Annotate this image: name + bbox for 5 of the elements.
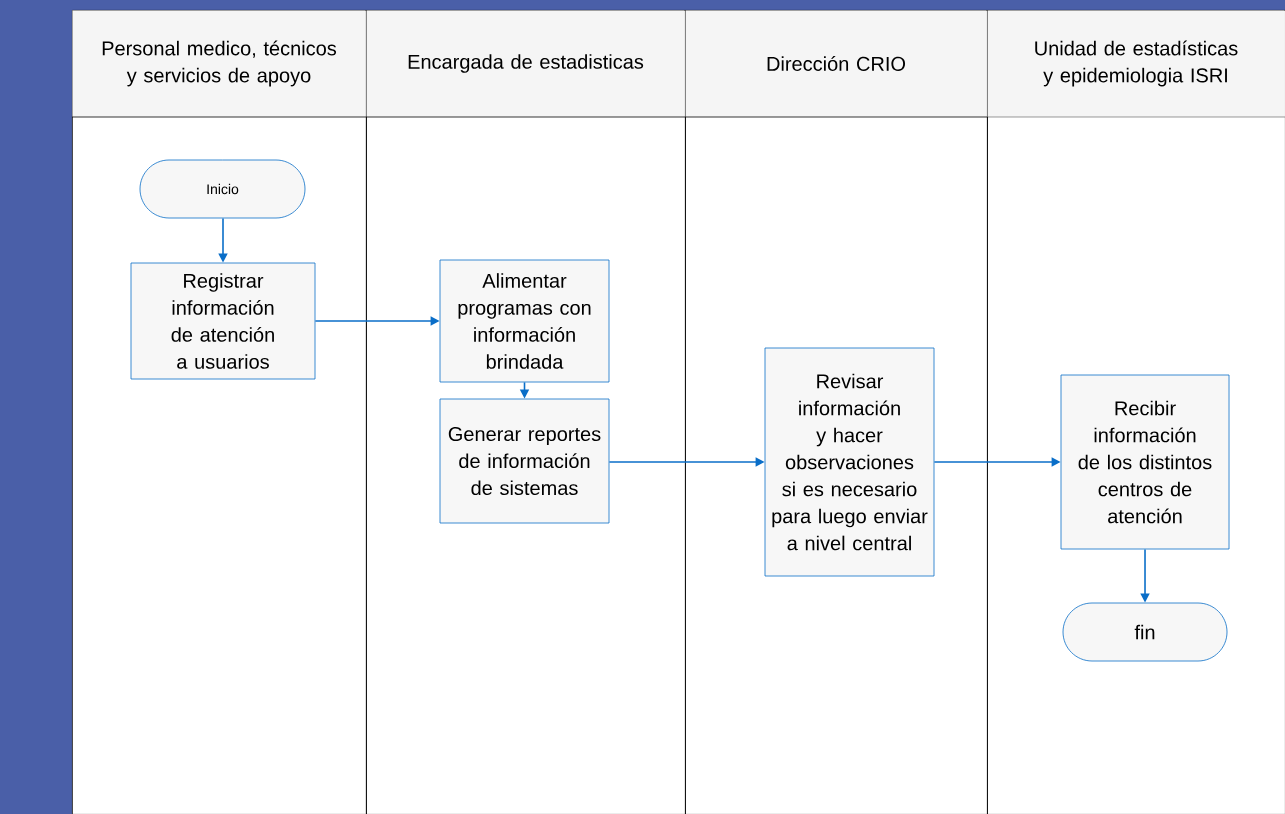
process-box: Registrar información de atención a usuarios bbox=[130, 262, 316, 380]
process-box: Generar reportes de información de sistemas bbox=[439, 398, 610, 524]
process-box: Recibir información de los distintos centros de atención bbox=[1060, 374, 1230, 550]
process-box: Alimentar programas con información brindada bbox=[439, 259, 610, 383]
process-box: Revisar información y hacer observaciones si es necesario para luego enviar a nivel central bbox=[764, 347, 935, 577]
